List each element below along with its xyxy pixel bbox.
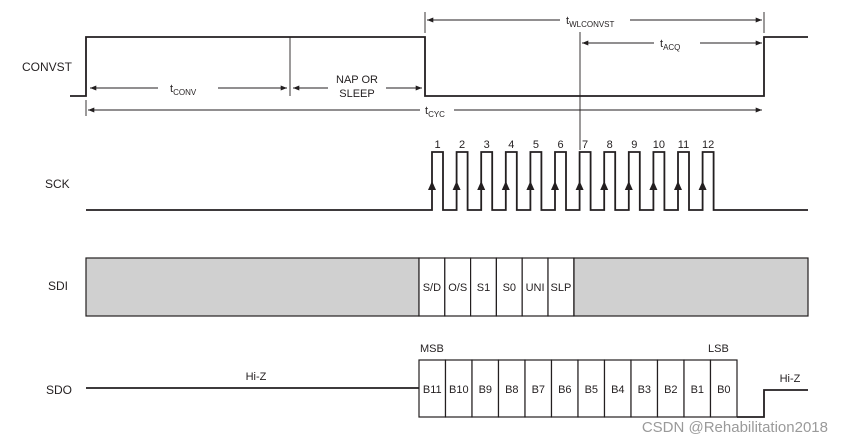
- sck-label: SCK: [45, 177, 70, 191]
- sdo-cell: [683, 359, 712, 418]
- sdo-cell: [471, 359, 500, 418]
- sdo-bit-label: B2: [664, 384, 677, 396]
- sdo-label: SDO: [46, 383, 72, 397]
- sdo-cell: [550, 359, 579, 418]
- sdi-bit-label: SLP: [551, 282, 572, 294]
- sdo-bit-label: B0: [717, 384, 730, 396]
- sdo-hiz-left-label: Hi-Z: [246, 371, 267, 383]
- sdi-bit-cells: S/D O/S S1 S0 UNI SLP: [418, 257, 575, 317]
- sck-edge-arrow-7: [575, 181, 584, 190]
- sdi-cell: [547, 257, 575, 317]
- sck-pulse-number-9: 9: [631, 139, 637, 151]
- nap-or-label: NAP OR: [336, 74, 378, 86]
- t-cyc-label: tCYC: [425, 105, 445, 119]
- sdi-label: SDI: [48, 279, 68, 293]
- sdi-dont-care-left: [85, 257, 420, 317]
- t-wlconvst-label: tWLCONVST: [566, 15, 615, 29]
- sck-edge-arrow-3: [477, 181, 486, 190]
- sck-pulse-number-4: 4: [508, 139, 514, 151]
- sck-rising-edge-markers: [428, 181, 707, 190]
- sdo-cell: [497, 359, 526, 418]
- sck-pulse-number-7: 7: [582, 139, 588, 151]
- sck-edge-arrow-1: [428, 181, 436, 190]
- sdi-cell: [495, 257, 523, 317]
- sdo-bit-label: B10: [449, 384, 469, 396]
- sdo-lsb-label: LSB: [708, 343, 729, 355]
- sdi-bit-label: UNI: [526, 282, 545, 294]
- sck-edge-arrow-6: [551, 181, 559, 190]
- sdo-bit-label: B6: [558, 384, 571, 396]
- sdo-bit-cells: B11 B10 B9 B8 B7 B6 B5 B4 B3 B2 B1 B0: [418, 359, 738, 418]
- sck-pulse-number-12: 12: [702, 139, 714, 151]
- sck-edge-arrow-4: [501, 181, 510, 190]
- sck-pulse-number-3: 3: [484, 139, 490, 151]
- sdi-dont-care-right: [573, 257, 809, 317]
- sdi-cell: [521, 257, 549, 317]
- watermark-text: CSDN @Rehabilitation2018: [642, 419, 828, 436]
- sdo-cell: [444, 359, 473, 418]
- sdo-bit-label: B7: [532, 384, 545, 396]
- sdo-msb-label: MSB: [420, 343, 444, 355]
- convst-waveform: [70, 36, 808, 97]
- sck-pulse-number-8: 8: [607, 139, 613, 151]
- sdo-cell: [656, 359, 685, 418]
- convst-label: CONVST: [22, 60, 73, 74]
- sdi-cell: [470, 257, 498, 317]
- sdo-cell: [524, 359, 553, 418]
- sck-edge-arrow-9: [624, 181, 633, 190]
- sdo-cell: [630, 359, 659, 418]
- sdo-bit-label: B3: [638, 384, 651, 396]
- sdo-cell: [418, 359, 447, 418]
- sdi-bit-label: S0: [503, 282, 516, 294]
- sck-waveform: [86, 151, 808, 211]
- sdo-hiz-right-line: [737, 389, 808, 418]
- sck-pulse-number-1: 1: [434, 139, 440, 151]
- sck-edge-arrow-8: [600, 181, 609, 190]
- sck-edge-arrow-10: [649, 181, 658, 190]
- sdi-bit-label: S/D: [423, 282, 441, 294]
- sdi-cell: [444, 257, 472, 317]
- sdo-bit-label: B5: [585, 384, 598, 396]
- sdo-bit-label: B8: [505, 384, 518, 396]
- sdo-cell: [709, 359, 738, 418]
- sck-edge-arrow-12: [698, 181, 707, 190]
- sdo-bit-label: B1: [691, 384, 704, 396]
- sck-pulse-number-10: 10: [653, 139, 665, 151]
- sdo-bit-label: B4: [611, 384, 624, 396]
- sck-pulse-number-5: 5: [533, 139, 539, 151]
- sdi-cell: [418, 257, 446, 317]
- t-acq-label: tACQ: [660, 38, 680, 52]
- sck-pulse-number-2: 2: [459, 139, 465, 151]
- sdo-bit-label: B11: [423, 384, 442, 396]
- sck-edge-arrow-5: [526, 181, 535, 190]
- sdo-cell: [577, 359, 606, 418]
- t-conv-label: tCONV: [170, 83, 197, 97]
- sck-pulse-number-11: 11: [678, 139, 689, 151]
- sck-pulse-number-6: 6: [557, 139, 563, 151]
- sdi-bit-label: O/S: [448, 282, 467, 294]
- sleep-label: SLEEP: [339, 88, 374, 100]
- sck-edge-arrow-11: [674, 181, 682, 190]
- sdo-bit-label: B9: [479, 384, 492, 396]
- sdo-hiz-right-label: Hi-Z: [780, 373, 801, 385]
- sdi-bit-label: S1: [477, 282, 490, 294]
- sck-edge-arrow-2: [452, 181, 461, 190]
